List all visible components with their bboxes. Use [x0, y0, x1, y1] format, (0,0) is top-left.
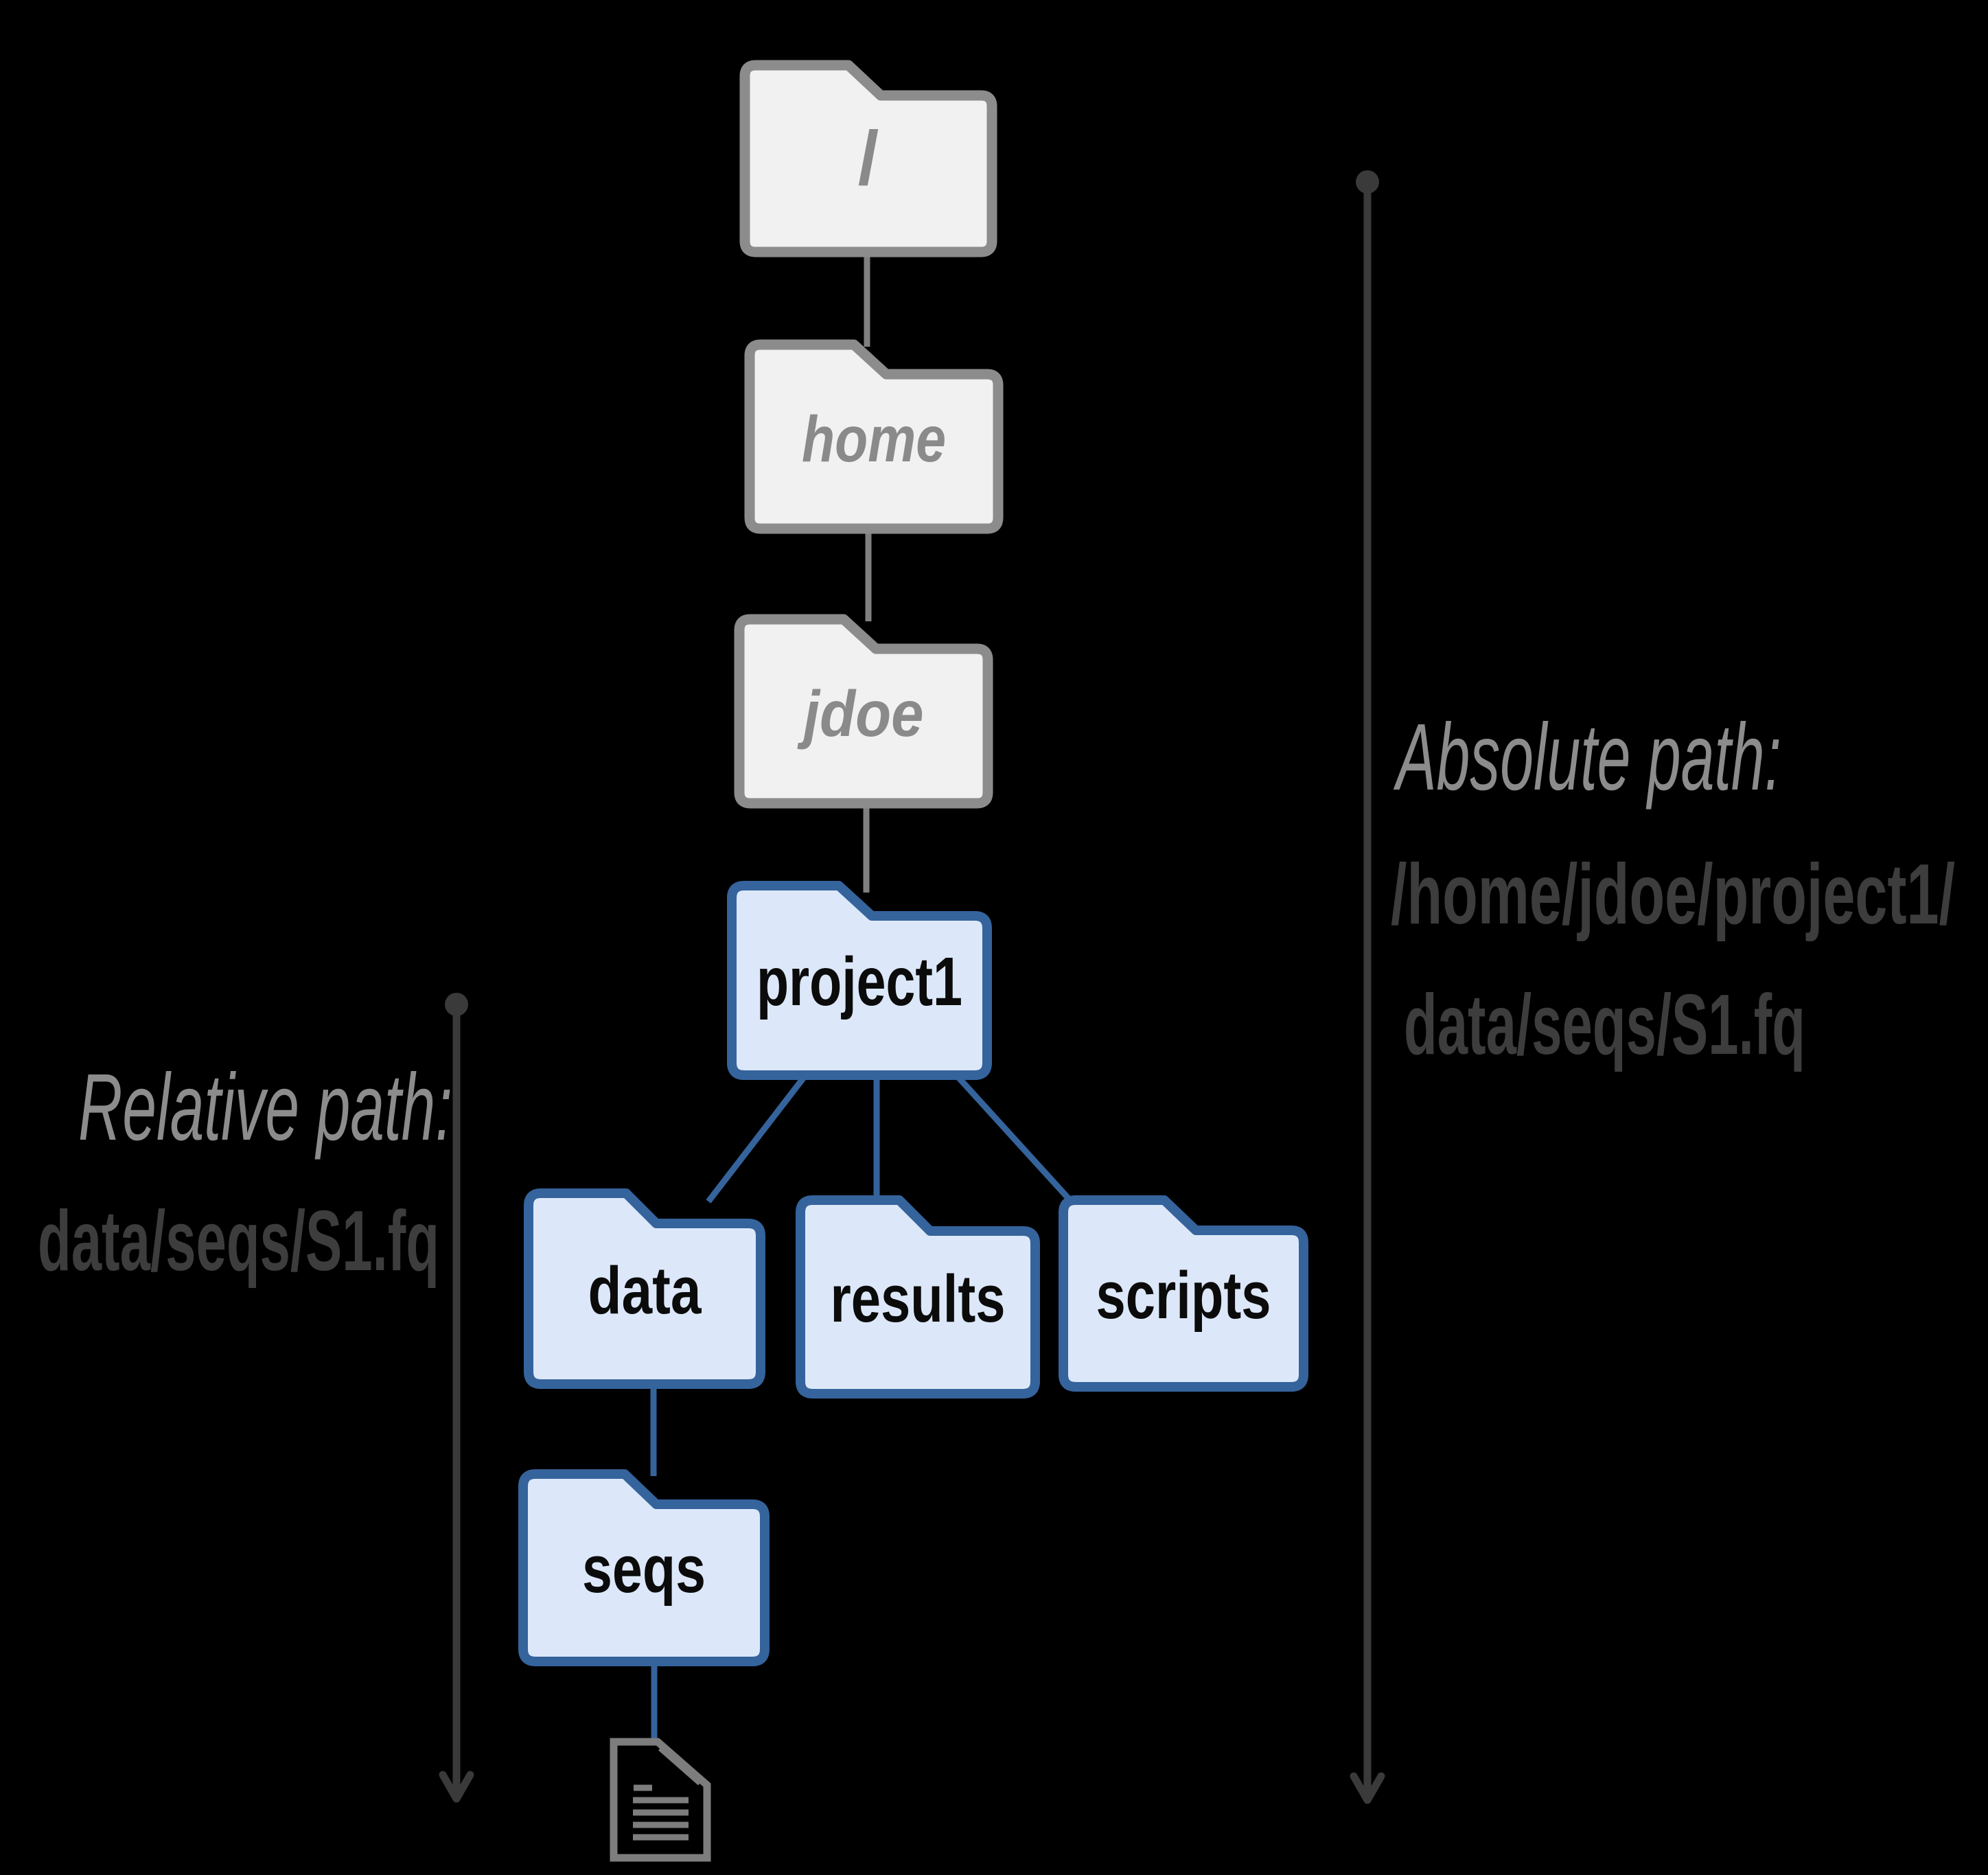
relative-path-arrow [439, 993, 474, 1803]
edge-project1-data [706, 1074, 807, 1204]
absolute-path-value-line1: /home/jdoe/project1/ [1391, 847, 1955, 942]
folder-icon [796, 1195, 1040, 1399]
relative-path-annotation: Relative path: data/seqs/S1.fq [38, 993, 474, 1803]
tree-edges [650, 253, 1071, 1744]
folder-label: home [802, 403, 946, 476]
absolute-path-arrow [1350, 170, 1385, 1804]
absolute-path-value-line2: data/seqs/S1.fq [1404, 978, 1805, 1072]
document-fold-icon [658, 1745, 702, 1786]
folder-node-scripts: scripts [1059, 1195, 1308, 1392]
folder-node-root: / [739, 60, 997, 257]
folder-icon [518, 1469, 770, 1666]
folder-icon [734, 614, 993, 809]
relative-path-value: data/seqs/S1.fq [38, 1194, 439, 1289]
arrow-head [1350, 1772, 1385, 1804]
document-text-lines [633, 1784, 689, 1841]
folder-icon [1059, 1195, 1308, 1392]
folder-icon [744, 339, 1004, 534]
folder-icon [524, 1188, 765, 1389]
arrow-start-dot [445, 993, 468, 1016]
folder-icon [727, 881, 992, 1080]
folder-node-seqs: seqs [518, 1469, 770, 1666]
absolute-path-annotation: Absolute path: /home/jdoe/project1/ data… [1350, 170, 1955, 1804]
folder-icon [739, 60, 997, 257]
folder-node-home: home [744, 339, 1004, 534]
folder-label: jdoe [797, 678, 924, 750]
absolute-path-heading: Absolute path: [1394, 704, 1781, 810]
folder-label: scripts [1096, 1258, 1271, 1333]
folder-label: project1 [756, 943, 962, 1020]
file-node [610, 1738, 711, 1862]
document-icon [610, 1738, 711, 1862]
folder-node-results: results [796, 1195, 1040, 1399]
arrow-head [439, 1771, 474, 1803]
edge-project1-scripts [955, 1074, 1071, 1201]
arrow-start-dot [1356, 170, 1379, 194]
folder-node-project1: project1 [727, 881, 992, 1080]
folder-label: / [858, 116, 879, 200]
folder-node-data: data [524, 1188, 765, 1389]
folder-node-jdoe: jdoe [734, 614, 993, 809]
folder-label: data [588, 1253, 702, 1328]
relative-path-heading: Relative path: [78, 1055, 452, 1160]
folder-label: seqs [582, 1532, 706, 1607]
folder-label: results [831, 1261, 1006, 1336]
